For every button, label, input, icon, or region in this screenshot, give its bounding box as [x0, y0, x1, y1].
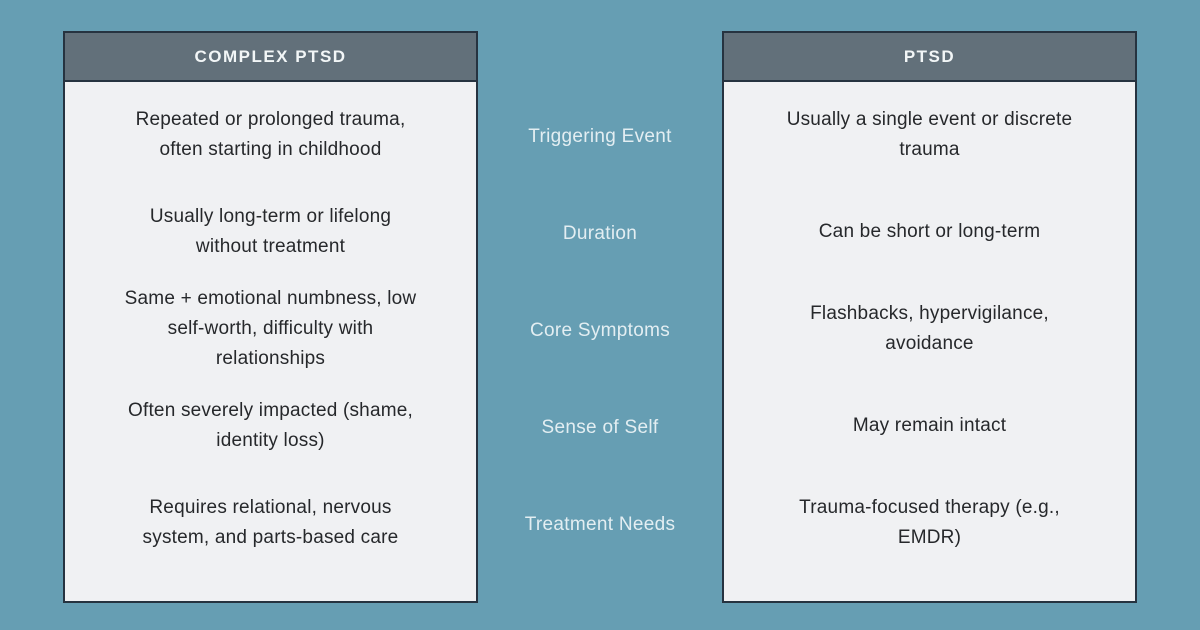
complex-ptsd-cell-duration: Usually long-term or lifelong without tr…: [149, 205, 392, 257]
complex-ptsd-cell-triggering-event: Repeated or prolonged trauma, often star…: [135, 108, 406, 160]
complex-ptsd-cell-core-symptoms: Same + emotional numbness, low self-wort…: [124, 287, 417, 369]
complex-ptsd-title: COMPLEX PTSD: [194, 46, 347, 66]
category-label-treatment-needs: Treatment Needs: [524, 513, 676, 535]
category-label-core-symptoms: Core Symptoms: [529, 319, 671, 341]
ptsd-header: PTSD: [724, 33, 1135, 82]
ptsd-cell-sense-of-self: May remain intact: [852, 414, 1007, 436]
category-label-sense-of-self: Sense of Self: [541, 416, 659, 438]
complex-ptsd-header: COMPLEX PTSD: [65, 33, 476, 82]
category-label-triggering-event: Triggering Event: [528, 125, 672, 147]
category-labels-column: Triggering Event Duration Core Symptoms …: [478, 88, 722, 573]
category-label-duration: Duration: [562, 222, 638, 244]
ptsd-card: PTSD Usually a single event or discrete …: [722, 31, 1137, 603]
complex-ptsd-cell-sense-of-self: Often severely impacted (shame, identity…: [128, 399, 413, 451]
ptsd-cell-treatment-needs: Trauma-focused therapy (e.g., EMDR): [799, 496, 1060, 548]
ptsd-cell-duration: Can be short or long-term: [818, 220, 1041, 242]
ptsd-cell-core-symptoms: Flashbacks, hypervigilance, avoidance: [810, 302, 1049, 354]
ptsd-body: Usually a single event or discrete traum…: [724, 82, 1135, 571]
complex-ptsd-body: Repeated or prolonged trauma, often star…: [65, 82, 476, 571]
ptsd-title: PTSD: [903, 46, 956, 66]
complex-ptsd-cell-treatment-needs: Requires relational, nervous system, and…: [142, 496, 399, 548]
complex-ptsd-card: COMPLEX PTSD Repeated or prolonged traum…: [63, 31, 478, 603]
ptsd-cell-triggering-event: Usually a single event or discrete traum…: [786, 108, 1073, 160]
